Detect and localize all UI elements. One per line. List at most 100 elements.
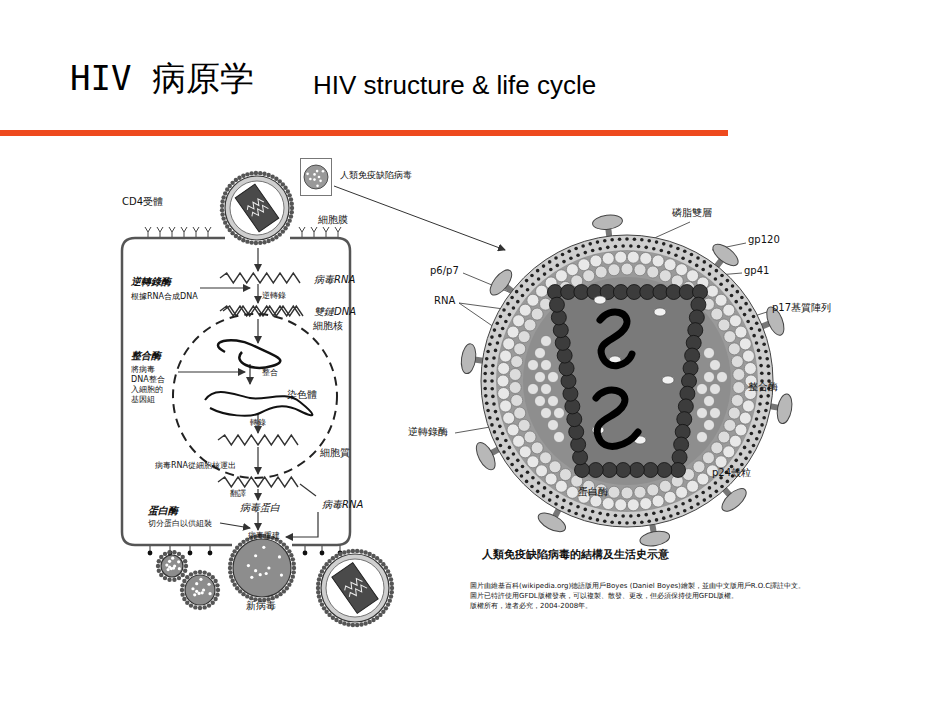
envelope-spike	[317, 594, 321, 598]
envelope-spike	[355, 623, 359, 627]
envelope-spike	[213, 597, 217, 601]
lipid-head	[667, 508, 671, 512]
p17-sphere	[583, 270, 595, 282]
lipid-head	[758, 402, 762, 406]
virion-granule	[250, 576, 253, 579]
envelope-spike	[211, 601, 215, 605]
virion-granule	[201, 591, 204, 594]
virion-granule	[280, 574, 283, 577]
viral-rna-genome	[600, 312, 632, 366]
p17-sphere	[723, 446, 735, 458]
virion-granule	[195, 590, 198, 593]
lipid-head	[746, 320, 750, 324]
lipid-head	[633, 237, 637, 241]
thumbnail-granule	[318, 176, 321, 179]
p17-sphere	[545, 473, 557, 485]
gp120-head	[592, 213, 623, 231]
p17-sphere	[555, 480, 567, 492]
envelope-spike	[235, 586, 239, 590]
lipid-head	[755, 437, 759, 441]
p17-sphere	[608, 264, 620, 276]
p17-sphere	[739, 412, 751, 424]
p17-sphere	[498, 362, 510, 374]
p17-sphere	[640, 498, 652, 510]
p17-sphere	[621, 487, 633, 499]
thumbnail-granule	[313, 173, 316, 176]
envelope-spike	[270, 174, 274, 178]
lipid-head	[703, 260, 707, 264]
virion-granule	[208, 592, 211, 595]
envelope-spike	[286, 189, 290, 193]
cd4-receptor	[181, 227, 187, 238]
lipid-head	[755, 417, 759, 421]
lipid-head	[695, 264, 699, 268]
nuclear-envelope	[173, 314, 337, 478]
envelope-spike	[289, 214, 293, 218]
p17-sphere	[647, 266, 659, 278]
lipid-head	[640, 238, 644, 242]
part-label: 蛋白酶	[148, 505, 178, 517]
lipid-head	[574, 247, 578, 251]
lipid-head	[621, 514, 625, 518]
envelope-spike	[322, 606, 326, 610]
p17-sphere	[524, 319, 536, 331]
lipid-head	[525, 480, 529, 484]
p17-sphere	[602, 252, 614, 264]
lipid-head	[603, 519, 607, 523]
p24-capsomer	[549, 297, 564, 312]
lipid-head	[760, 371, 764, 375]
envelope-spike	[221, 195, 225, 199]
part-label: 病毒RNA從細胞核運出	[155, 461, 236, 471]
virion-granule	[178, 567, 181, 570]
virion-granule	[191, 587, 194, 590]
lipid-head	[644, 513, 648, 517]
lipid-head	[683, 509, 687, 513]
lipid-head	[696, 256, 700, 260]
part-label: 轉錄	[250, 418, 266, 428]
envelope-spike	[375, 615, 379, 619]
envelope-spike	[275, 594, 279, 598]
lipid-head	[719, 282, 723, 286]
p17-sphere	[608, 486, 620, 498]
lipid-head	[660, 249, 664, 253]
envelope-spike	[384, 565, 388, 569]
surface-protein	[208, 551, 213, 556]
virion-granule	[265, 572, 268, 575]
envelope-spike	[163, 576, 167, 580]
lipid-head	[591, 249, 595, 253]
flow-arrow	[257, 319, 258, 343]
envelope-spike	[198, 570, 202, 574]
lipid-head	[512, 452, 516, 456]
lipid-head	[760, 335, 764, 339]
lipid-head	[764, 409, 768, 413]
core-sphere	[710, 408, 721, 419]
capsid-interior	[555, 292, 700, 470]
lipid-head	[488, 416, 492, 420]
lipid-head	[621, 244, 625, 248]
p17-sphere	[498, 388, 510, 400]
p17-sphere	[602, 498, 614, 510]
p17-sphere	[566, 264, 578, 276]
virion-granule	[259, 573, 262, 576]
envelope-spike	[286, 222, 290, 226]
envelope-spike	[183, 569, 187, 573]
envelope-spike	[318, 598, 322, 602]
core-sphere	[541, 384, 552, 395]
envelope-spike	[245, 172, 249, 176]
lipid-head	[740, 296, 744, 300]
lipid-head	[750, 432, 754, 436]
lipid-head	[531, 476, 535, 480]
envelope-spike	[371, 618, 375, 622]
envelope-spike	[157, 569, 161, 573]
p17-sphere	[676, 264, 688, 276]
surface-protein	[338, 551, 343, 556]
p17-sphere	[735, 424, 747, 436]
envelope-spike	[220, 199, 224, 203]
lipid-head	[755, 321, 759, 325]
core-sphere	[535, 372, 546, 383]
lipid-head	[726, 279, 730, 283]
thumbnail-granule	[316, 170, 319, 173]
rna-route	[300, 484, 316, 496]
envelope-spike	[388, 598, 392, 602]
lipid-head	[740, 463, 744, 467]
